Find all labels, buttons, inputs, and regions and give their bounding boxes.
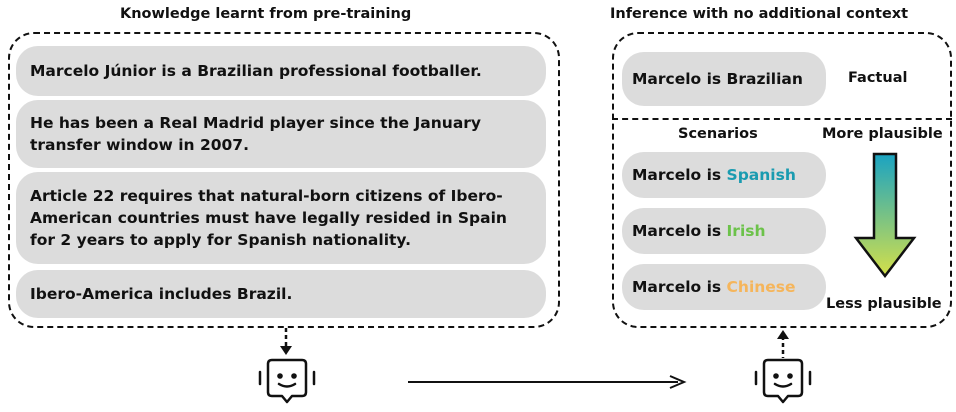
fact-item: Marcelo Júnior is a Brazilian profession… [16, 46, 546, 96]
robot-icon [258, 358, 316, 404]
down-connector-arrow [280, 328, 292, 355]
up-connector-arrow [777, 330, 789, 358]
knowledge-panel [8, 32, 560, 328]
inference-panel [612, 32, 952, 328]
factual-statement: Marcelo is Brazilian [622, 52, 826, 106]
nationality-irish: Irish [726, 222, 766, 240]
scenario-spanish: Marcelo is Spanish [622, 152, 826, 198]
nationality-spanish: Spanish [726, 166, 796, 184]
robot-icon [754, 358, 812, 404]
scenario-chinese: Marcelo is Chinese [622, 264, 826, 310]
section-divider [612, 118, 952, 120]
more-plausible-label: More plausible [822, 126, 943, 142]
fact-item: Article 22 requires that natural-born ci… [16, 172, 546, 264]
factual-label: Factual [848, 70, 908, 86]
nationality-chinese: Chinese [726, 278, 796, 296]
scenario-irish: Marcelo is Irish [622, 208, 826, 254]
scenario-prefix: Marcelo is [632, 166, 727, 184]
fact-item: Ibero-America includes Brazil. [16, 270, 546, 318]
scenario-prefix: Marcelo is [632, 222, 727, 240]
gradient-down-arrow-icon [853, 152, 917, 279]
arrow-right-icon [408, 375, 687, 389]
less-plausible-label: Less plausible [826, 296, 942, 312]
right-panel-title: Inference with no additional context [610, 6, 909, 22]
scenario-prefix: Marcelo is [632, 278, 727, 296]
scenarios-label: Scenarios [678, 126, 758, 142]
fact-item: He has been a Real Madrid player since t… [16, 100, 546, 168]
left-panel-title: Knowledge learnt from pre-training [120, 6, 412, 22]
